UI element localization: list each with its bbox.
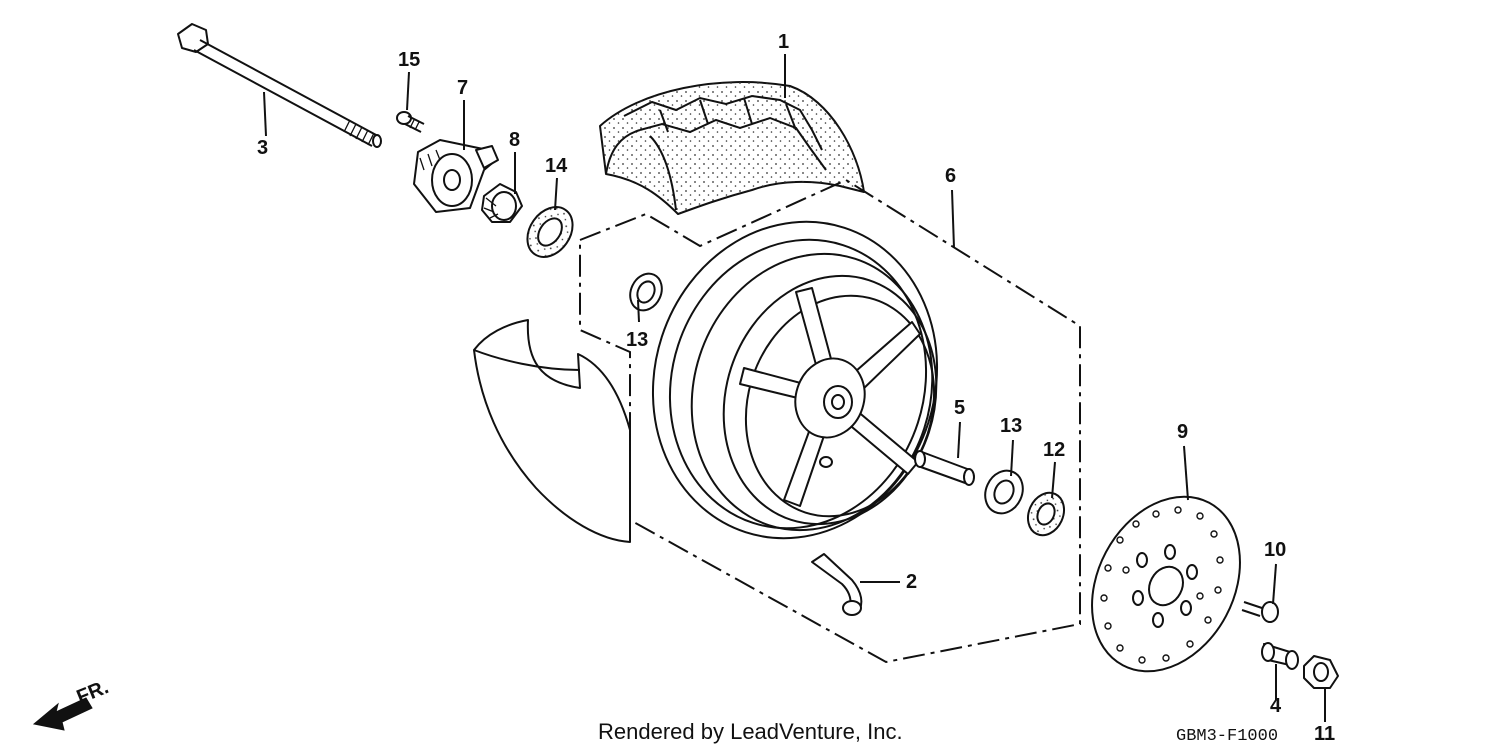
leader-lines [263, 54, 1326, 722]
callout-8: 8 [509, 129, 520, 151]
distance-collar-part-5[interactable] [914, 450, 975, 486]
callout-4: 4 [1270, 695, 1282, 717]
dust-seal-part-12[interactable] [1021, 487, 1070, 541]
callout-12: 12 [1043, 439, 1065, 461]
collar-part-4[interactable] [1261, 642, 1299, 670]
callout-14: 14 [545, 155, 568, 177]
screw-part-15[interactable] [396, 111, 425, 133]
wheel-rim-part-6[interactable] [612, 185, 977, 576]
callout-13-right: 13 [1000, 415, 1022, 437]
front-indicator-label: FR. [74, 676, 112, 708]
speedometer-gear-part-8[interactable] [481, 183, 523, 223]
diagram-code: GBM3-F1000 [1176, 727, 1278, 746]
callout-7: 7 [457, 77, 468, 99]
tire-lower-half [473, 319, 631, 543]
callout-3: 3 [257, 137, 268, 159]
callout-9: 9 [1177, 421, 1188, 443]
callout-2: 2 [906, 571, 917, 593]
dust-seal-part-14[interactable] [518, 198, 582, 265]
callout-6: 6 [945, 165, 956, 187]
callout-11: 11 [1314, 723, 1335, 745]
disc-bolt-part-10[interactable] [1241, 601, 1279, 623]
callout-13-left: 13 [626, 329, 648, 351]
callout-15: 15 [398, 49, 420, 71]
bearing-part-13-left[interactable] [624, 268, 667, 315]
tire-valve-part-2[interactable] [811, 553, 863, 616]
axle-bolt-part-3[interactable] [177, 23, 382, 148]
brake-disc-part-9[interactable] [1063, 471, 1269, 697]
assembly-group-outline [579, 178, 1081, 664]
tire-part-1[interactable] [599, 81, 865, 215]
render-credit: Rendered by LeadVenture, Inc. [598, 719, 903, 744]
callout-1: 1 [778, 31, 789, 53]
bearing-part-13-right[interactable] [978, 464, 1029, 519]
nut-part-11[interactable] [1303, 655, 1339, 689]
callout-5: 5 [954, 397, 965, 419]
front-direction-arrow: FR. [32, 676, 112, 731]
callout-10: 10 [1264, 539, 1286, 561]
speedometer-gearbox-part-7[interactable] [413, 139, 499, 213]
